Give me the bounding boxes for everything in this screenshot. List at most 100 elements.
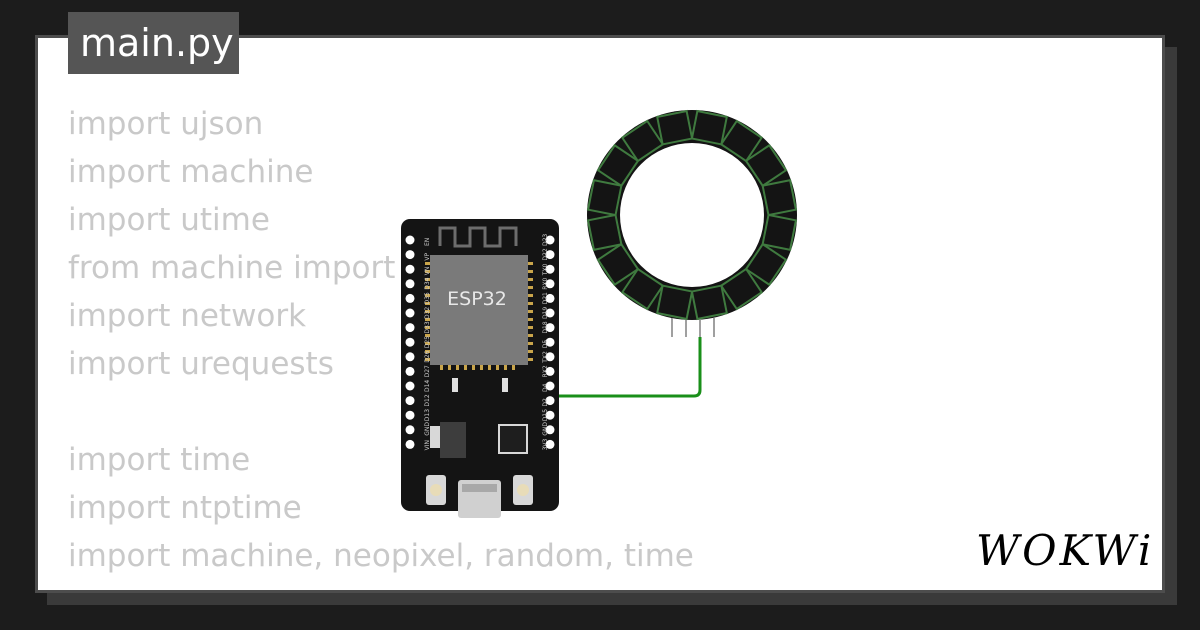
code-line: import machine (68, 154, 314, 190)
neopixel-led (744, 143, 788, 188)
neopixel-led (596, 242, 640, 287)
neopixel-ring-icon[interactable] (586, 109, 798, 337)
chip-pad (480, 364, 483, 370)
pin-label: GND (542, 422, 549, 436)
chip-pad (527, 350, 533, 353)
chip-pad (425, 318, 431, 321)
neopixel-led (656, 109, 694, 146)
pin-hole (405, 396, 415, 406)
chip-pad (425, 310, 431, 313)
esp32-board-icon[interactable]: ESP32 ENVPVND34D35D32D33D25D26D27D14D12D… (401, 219, 559, 518)
chip-pad (440, 364, 443, 370)
wire-d4-din[interactable] (556, 337, 702, 398)
pin-hole (405, 308, 415, 318)
pin-label: D34 (424, 277, 431, 289)
chip-pad (527, 302, 533, 305)
chip-label: ESP32 (447, 288, 507, 310)
chip-pad (425, 326, 431, 329)
pin-label: D25 (424, 336, 431, 348)
neopixel-led (620, 119, 665, 163)
pin-hole (405, 337, 415, 347)
pin-label: D27 (424, 365, 431, 377)
chip-pad (527, 286, 533, 289)
preview-frame (35, 35, 1165, 593)
pin-label: RX0 (542, 278, 549, 290)
pin-hole (405, 381, 415, 391)
neopixel-led (761, 179, 798, 217)
usb-uart-chip (498, 424, 528, 454)
pin-label: D22 (542, 248, 549, 260)
pin-label: D14 (424, 380, 431, 392)
chip-pad (488, 364, 491, 370)
pin-hole (545, 337, 555, 347)
pin-label: VP (424, 252, 431, 260)
pin-hole (405, 352, 415, 362)
pin-label: D2 (542, 398, 549, 407)
pin-hole (405, 235, 415, 245)
neopixel-led (620, 267, 665, 311)
chip-pad (425, 350, 431, 353)
voltage-regulator (440, 422, 466, 458)
pin-hole (405, 293, 415, 303)
boot-button-cap (430, 484, 442, 496)
neopixel-led (761, 213, 798, 251)
chip-pad (504, 364, 507, 370)
code-line: import utime (68, 202, 270, 238)
neopixel-led (656, 284, 694, 321)
chip-pad (425, 358, 431, 361)
chip-pad (464, 364, 467, 370)
chip-pad (527, 294, 533, 297)
pin-label: D32 (424, 307, 431, 319)
pin-hole (545, 323, 555, 333)
pin-hole (545, 264, 555, 274)
pin-hole (545, 293, 555, 303)
chip-pad (448, 364, 451, 370)
pin-label: D18 (542, 321, 549, 333)
chip-pad (496, 364, 499, 370)
esp32-chip (430, 255, 528, 365)
pin-hole (545, 396, 555, 406)
pin-label: VIN (424, 440, 431, 450)
chip-pad (527, 318, 533, 321)
neopixel-led (744, 242, 788, 287)
wokwi-logo-icon: WOKWi (976, 526, 1154, 575)
pin-label: TX2 (542, 351, 549, 364)
pin-hole (405, 425, 415, 435)
chip-pads (425, 262, 533, 370)
code-editor[interactable]: import ujson import machine import utime… (68, 100, 694, 580)
pin-label: 3V3 (542, 438, 549, 450)
pin-label: D26 (424, 350, 431, 362)
code-line: import network (68, 298, 307, 334)
wokwi-logo-text: WOKWi (976, 526, 1155, 575)
chip-pad (456, 364, 459, 370)
chip-pad (425, 262, 431, 265)
pin-hole (405, 279, 415, 289)
neopixel-led (690, 109, 728, 146)
chip-pad (527, 310, 533, 313)
code-line: import urequests (68, 346, 334, 382)
code-line: import machine, neopixel, random, time (68, 538, 694, 574)
neopixel-led (596, 143, 640, 188)
pin-label: D19 (542, 307, 549, 319)
chip-pad (527, 334, 533, 337)
chip-pad (527, 342, 533, 345)
pin-label: D33 (424, 321, 431, 333)
chip-pad (425, 270, 431, 273)
neopixel-led (586, 179, 623, 217)
reset-button-cap (517, 484, 529, 496)
pin-label: GND (424, 422, 431, 436)
pin-label: D13 (424, 409, 431, 421)
antenna-trace (438, 226, 518, 248)
chip-pad (527, 278, 533, 281)
pin-hole (545, 425, 555, 435)
pin-label: D4 (542, 383, 549, 392)
pin-hole (405, 410, 415, 420)
pin-hole (545, 366, 555, 376)
chip-pad (425, 294, 431, 297)
pin-hole (405, 250, 415, 260)
chip-pad (527, 270, 533, 273)
file-tab-main-py[interactable]: main.py (68, 12, 239, 74)
chip-pad (425, 302, 431, 305)
pin-label: D21 (542, 292, 549, 304)
